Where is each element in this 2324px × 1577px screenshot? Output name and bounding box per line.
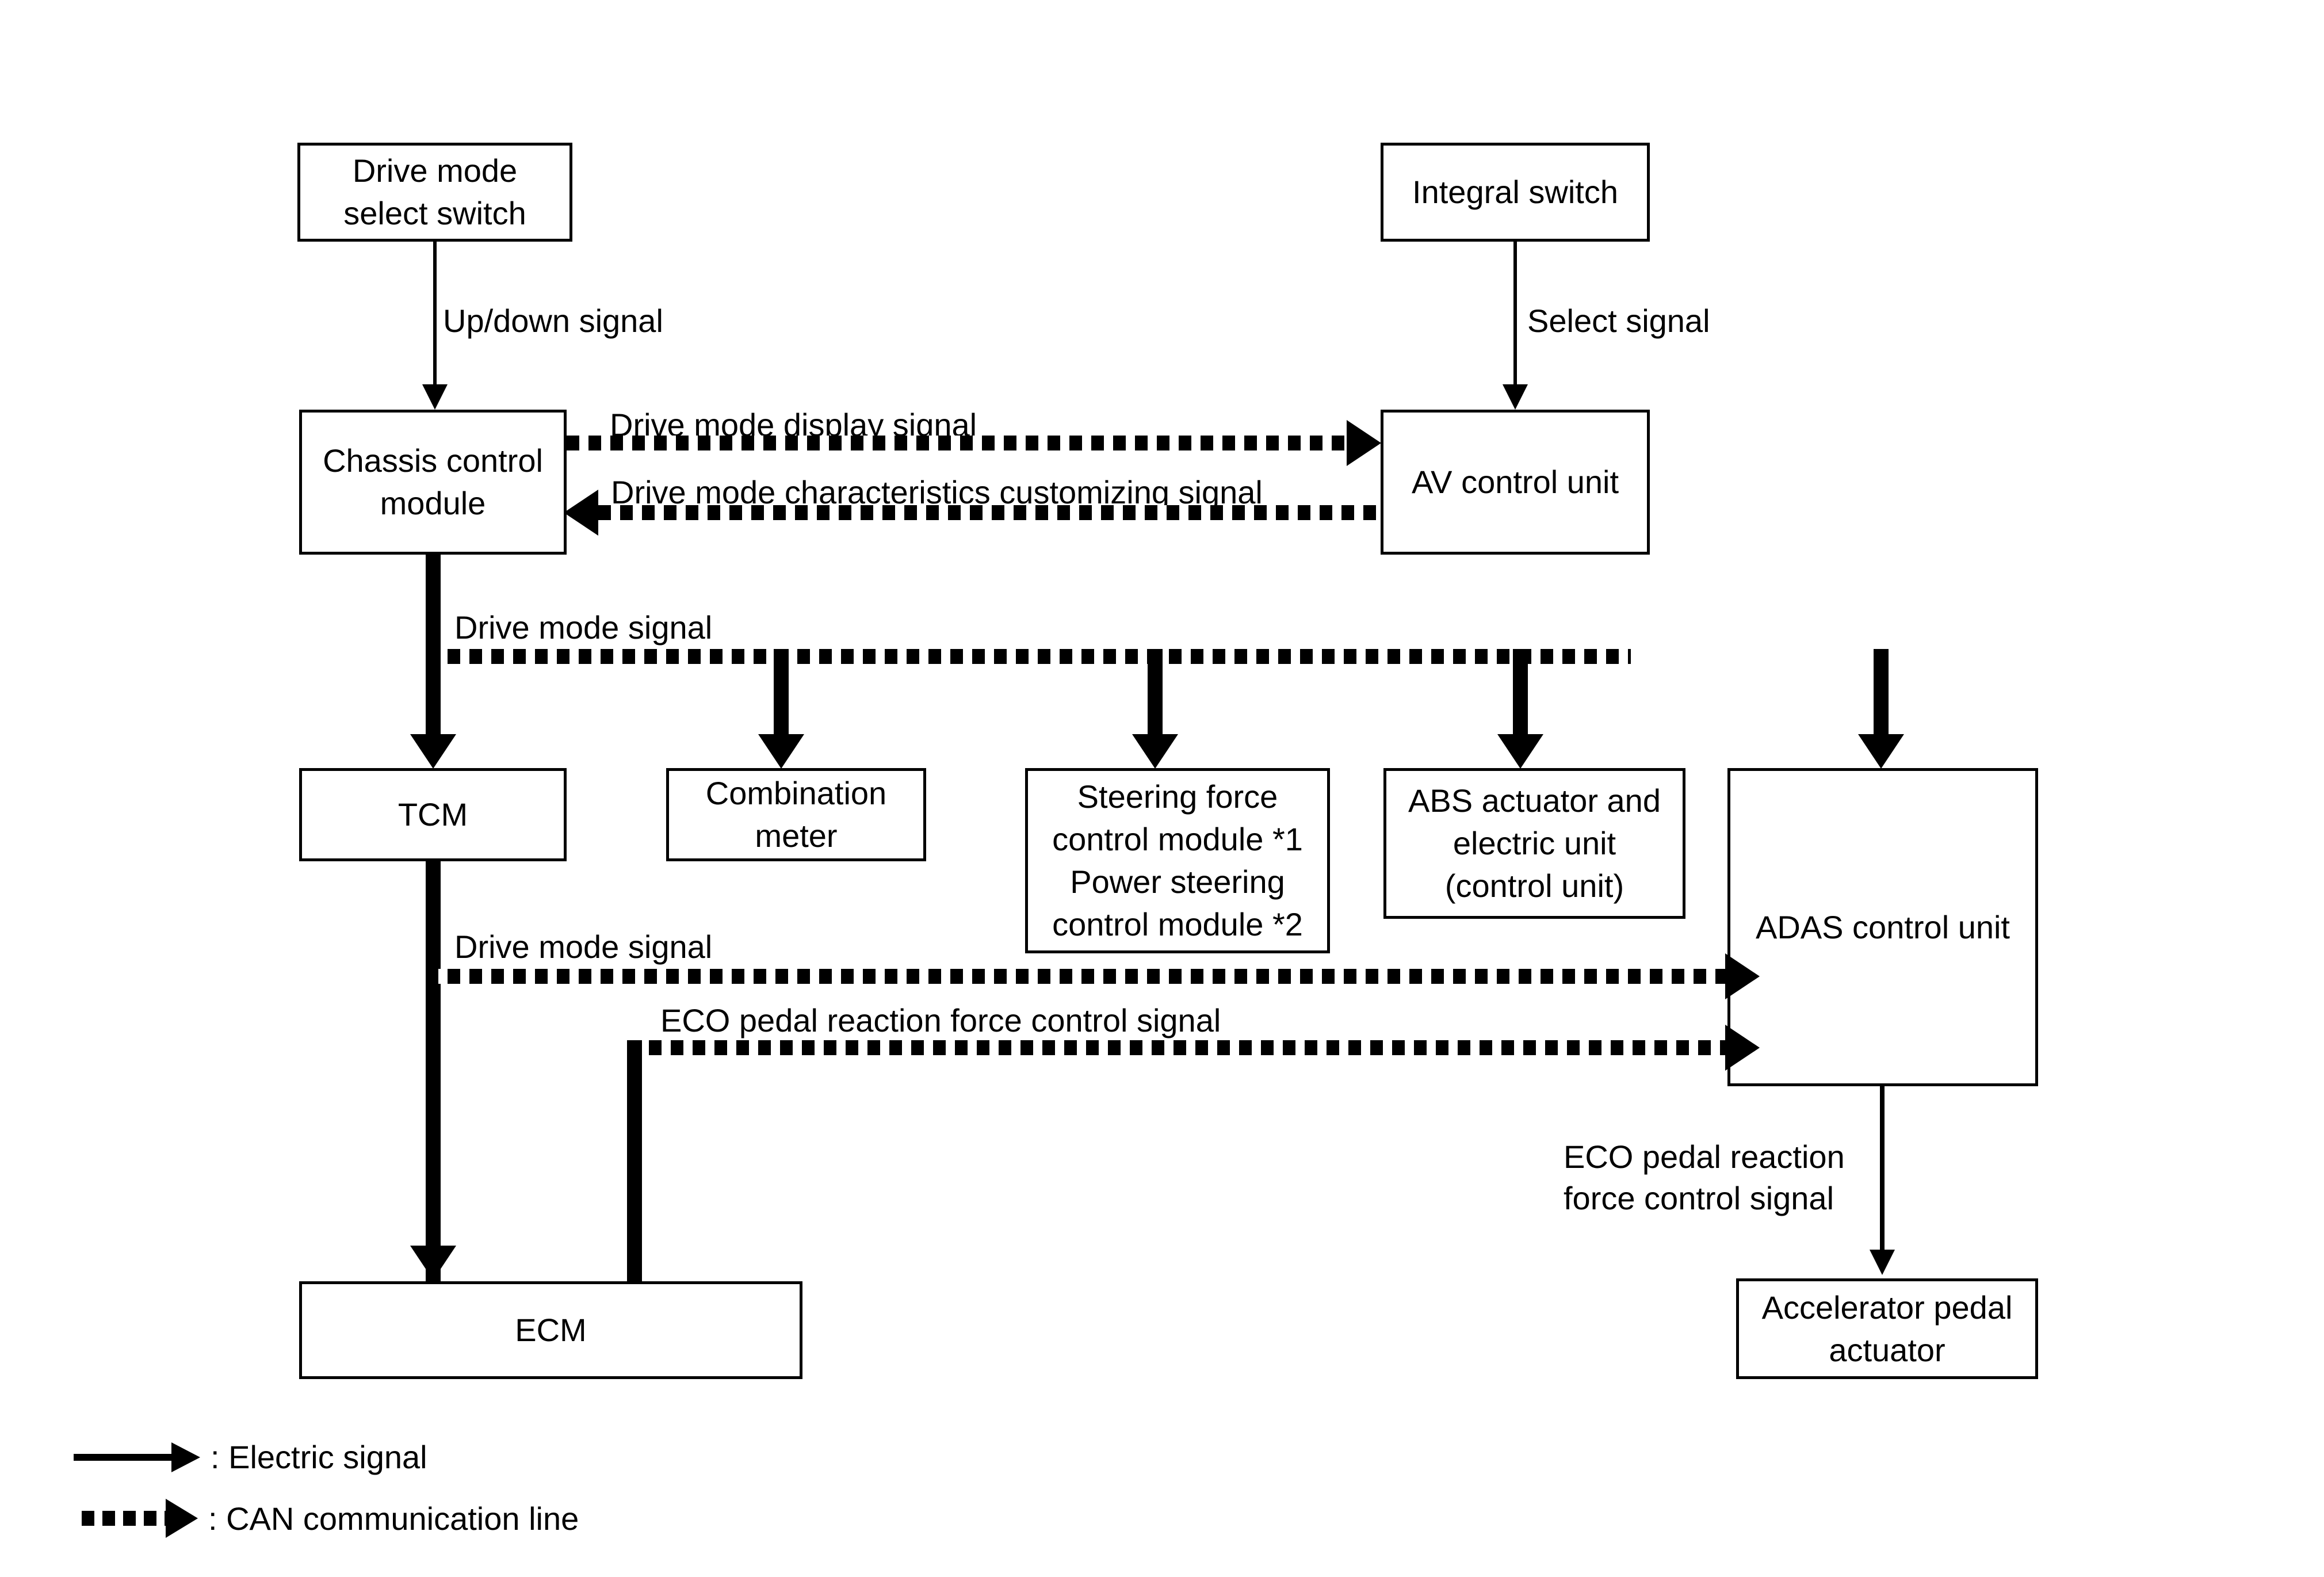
canline-tcm-to-ecm: [426, 861, 441, 1281]
canline-eco-pedal-horizontal: [627, 1040, 1727, 1055]
box-adas-control-unit: ADAS control unit: [1727, 768, 2038, 1086]
box-tcm: TCM: [299, 768, 567, 861]
label-up-down-signal: Up/down signal: [443, 303, 663, 339]
label-drive-mode-characteristics-signal: Drive mode characteristics customizing s…: [611, 474, 1263, 510]
box-combination-meter: Combination meter: [666, 768, 926, 861]
arrowhead-bus-to-abs-actuator: [1497, 734, 1543, 769]
arrowhead-drive-mode-signal-adas: [1725, 953, 1760, 999]
label-eco-pedal-electric-signal: ECO pedal reaction force control signal: [1564, 1139, 1845, 1216]
arrowhead-drive-mode-display-signal: [1347, 420, 1381, 466]
box-accelerator-pedal-actuator: Accelerator pedal actuator: [1736, 1278, 2038, 1379]
box-ecm: ECM: [299, 1281, 802, 1379]
arrowhead-tcm-to-ecm: [410, 1246, 456, 1280]
box-drive-mode-select-switch: Drive mode select switch: [297, 143, 572, 242]
arrowhead-up-down-signal: [422, 384, 448, 410]
legend-electric-line-icon: [74, 1453, 171, 1461]
line-up-down-signal: [433, 242, 437, 388]
arrowhead-bus-to-tcm: [410, 734, 456, 769]
box-av-control-unit: AV control unit: [1381, 410, 1650, 555]
canline-chassis-to-bus: [426, 555, 441, 658]
legend-can-line-icon: [74, 1511, 166, 1526]
box-steering-force-control-module: Steering force control module *1 Power s…: [1025, 768, 1330, 953]
legend-can-line: : CAN communication line: [74, 1499, 579, 1538]
legend-electric-arrow-icon: [171, 1442, 200, 1472]
legend-can-label: : CAN communication line: [208, 1500, 579, 1537]
legend-electric-signal: : Electric signal: [74, 1438, 427, 1476]
arrowhead-bus-to-adas-control-unit: [1858, 734, 1904, 769]
box-chassis-control-module: Chassis control module: [299, 410, 567, 555]
arrowhead-eco-pedal-can-signal: [1725, 1025, 1760, 1071]
arrowhead-eco-pedal-electric: [1870, 1250, 1895, 1275]
box-integral-switch: Integral switch: [1381, 143, 1650, 242]
line-select-signal: [1513, 242, 1517, 388]
arrowhead-bus-to-steering-force-module: [1132, 734, 1178, 769]
label-drive-mode-signal-adas: Drive mode signal: [454, 929, 713, 965]
legend-electric-label: : Electric signal: [211, 1439, 427, 1475]
canline-drive-mode-display-signal: [567, 436, 1349, 450]
canbus-drive-mode-signal: [426, 649, 1631, 664]
arrowhead-bus-to-combination-meter: [758, 734, 804, 769]
line-eco-pedal-electric: [1880, 1086, 1885, 1253]
box-abs-actuator: ABS actuator and electric unit (control …: [1383, 768, 1685, 919]
canline-drive-mode-characteristics-signal: [598, 505, 1381, 520]
label-drive-mode-signal-bus: Drive mode signal: [454, 609, 713, 646]
arrowhead-select-signal: [1503, 384, 1528, 410]
legend-can-arrow-icon: [166, 1499, 198, 1538]
label-select-signal: Select signal: [1527, 303, 1710, 339]
canline-eco-pedal-vertical: [627, 1040, 642, 1282]
canline-drive-mode-signal-adas: [426, 969, 1727, 984]
arrowhead-drive-mode-characteristics-signal: [564, 490, 598, 536]
label-eco-pedal-can-signal: ECO pedal reaction force control signal: [660, 1002, 1221, 1038]
